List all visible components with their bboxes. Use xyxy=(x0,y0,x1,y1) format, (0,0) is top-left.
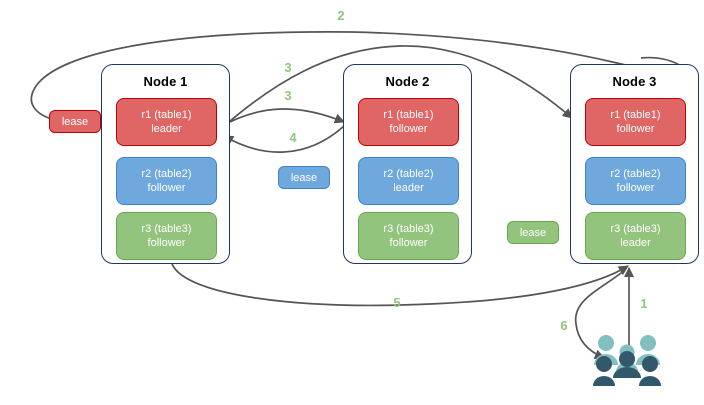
replica-r3[interactable]: r3 (table3) follower xyxy=(358,212,459,260)
replica-name: r2 (table2) xyxy=(383,168,434,180)
replica-r2[interactable]: r2 (table2) leader xyxy=(358,157,459,205)
edge-step-3-to-node2 xyxy=(221,108,345,127)
replica-name: r2 (table2) xyxy=(610,168,661,180)
node-title: Node 1 xyxy=(143,74,188,89)
replica-name: r1 (table1) xyxy=(141,109,192,121)
replica-role: follower xyxy=(389,237,428,249)
lease-badge-r2[interactable]: lease xyxy=(278,166,330,189)
replica-role: follower xyxy=(616,123,655,135)
users-group-icon xyxy=(593,335,661,386)
replica-role: leader xyxy=(393,182,424,194)
node-title: Node 3 xyxy=(612,74,657,89)
lease-badge-r1[interactable]: lease xyxy=(49,110,101,133)
step-label-2: 2 xyxy=(337,8,345,23)
replica-role: follower xyxy=(389,123,428,135)
replica-r3[interactable]: r3 (table3) leader xyxy=(585,212,686,260)
node-title: Node 2 xyxy=(385,74,430,89)
step-label-3-upper: 3 xyxy=(284,60,292,75)
replica-r2[interactable]: r2 (table2) follower xyxy=(116,157,217,205)
step-label-6: 6 xyxy=(560,318,568,333)
replica-name: r3 (table3) xyxy=(610,223,661,235)
replica-r2[interactable]: r2 (table2) follower xyxy=(585,157,686,205)
replica-name: r2 (table2) xyxy=(141,168,192,180)
step-label-4: 4 xyxy=(289,130,297,145)
replica-r1[interactable]: r1 (table1) leader xyxy=(116,98,217,146)
step-label-5: 5 xyxy=(393,295,401,310)
replica-r3[interactable]: r3 (table3) follower xyxy=(116,212,217,260)
replica-name: r3 (table3) xyxy=(383,223,434,235)
replica-role: follower xyxy=(147,182,186,194)
replica-role: leader xyxy=(620,237,651,249)
replica-r1[interactable]: r1 (table1) follower xyxy=(585,98,686,146)
node-card-1[interactable]: Node 1 r1 (table1) leader r2 (table2) fo… xyxy=(101,64,230,264)
replica-name: r1 (table1) xyxy=(610,109,661,121)
replica-role: follower xyxy=(147,237,186,249)
step-label-3-lower: 3 xyxy=(284,88,292,103)
replica-role: leader xyxy=(151,123,182,135)
replica-name: r3 (table3) xyxy=(141,223,192,235)
step-label-1: 1 xyxy=(640,296,648,311)
replica-role: follower xyxy=(616,182,655,194)
node-card-3[interactable]: Node 3 r1 (table1) follower r2 (table2) … xyxy=(570,64,699,264)
node-card-2[interactable]: Node 2 r1 (table1) follower r2 (table2) … xyxy=(343,64,472,264)
lease-badge-r3[interactable]: lease xyxy=(507,221,559,244)
replica-name: r1 (table1) xyxy=(383,109,434,121)
replica-r1[interactable]: r1 (table1) follower xyxy=(358,98,459,146)
